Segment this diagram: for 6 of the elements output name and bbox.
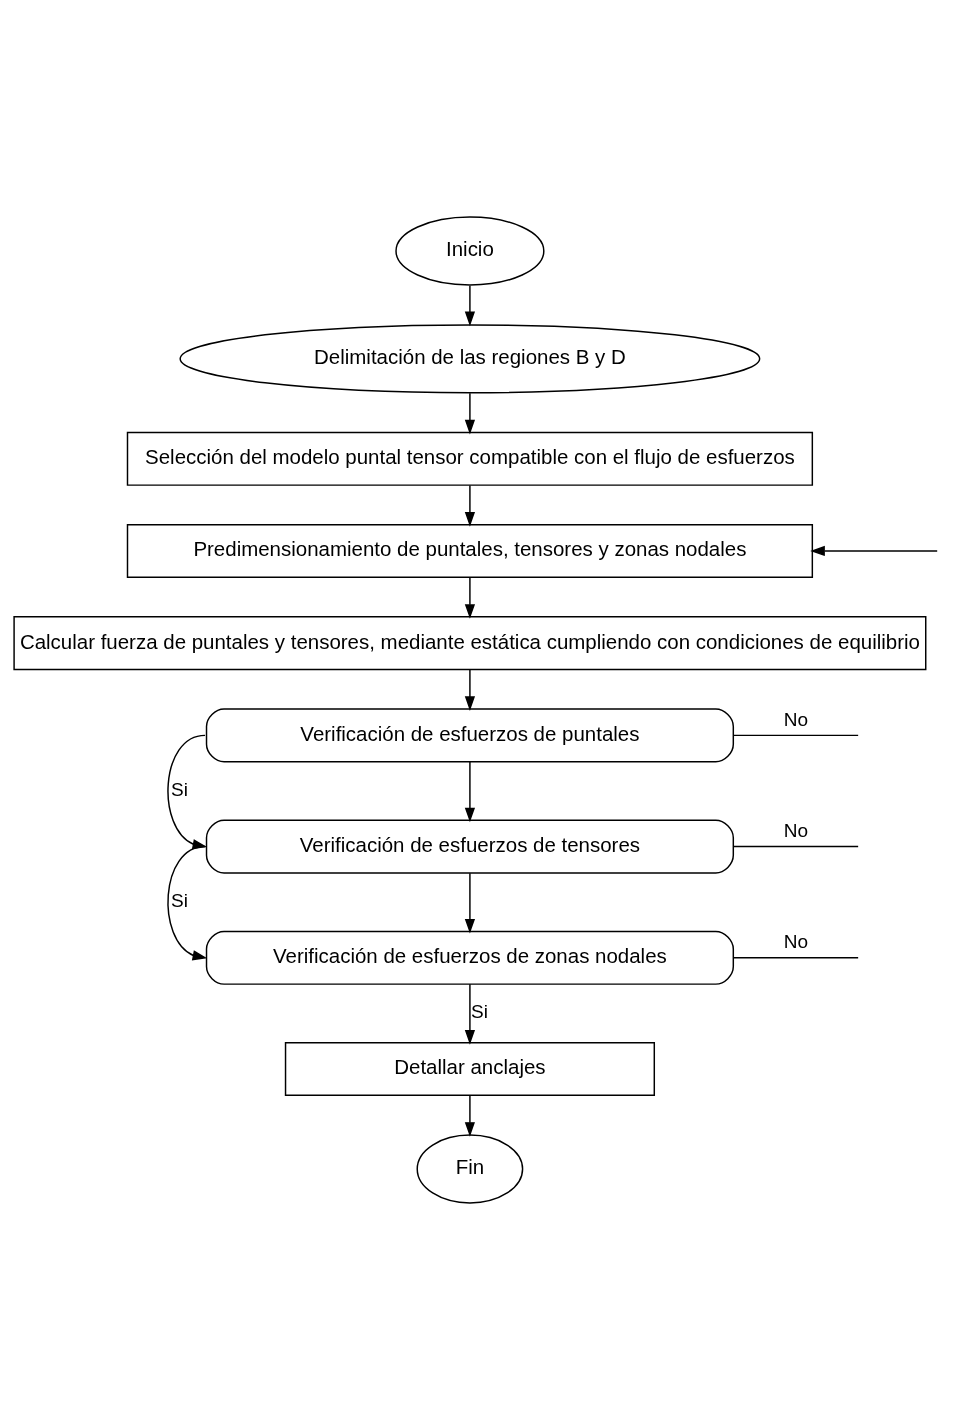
edge-label: Si <box>170 890 188 912</box>
edge-label: Si <box>470 1001 488 1023</box>
edge-label: No <box>783 708 809 730</box>
edge-label: Si <box>170 778 188 800</box>
edge-label: No <box>783 931 809 953</box>
edge-label: No <box>783 819 809 841</box>
